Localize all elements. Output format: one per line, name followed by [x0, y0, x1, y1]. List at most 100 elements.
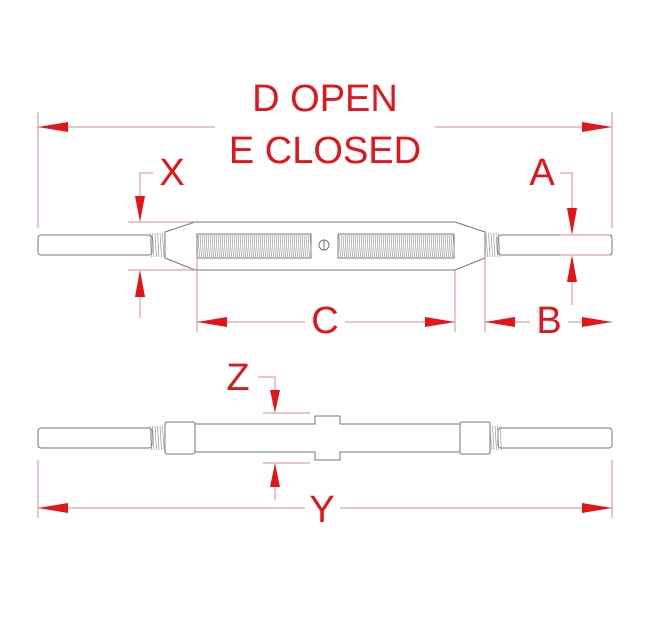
- thread-line: [205, 234, 208, 258]
- thread-line: [149, 232, 152, 258]
- thread-line: [488, 232, 491, 258]
- thread-line: [219, 234, 222, 258]
- thread-line: [245, 234, 248, 258]
- thread-line: [450, 234, 453, 258]
- thread-line: [305, 234, 308, 258]
- thread-line: [492, 425, 495, 451]
- thread-line: [396, 234, 399, 258]
- thread-line: [299, 234, 302, 258]
- thread-line: [408, 234, 411, 258]
- thread-line: [233, 234, 236, 258]
- thread-line: [289, 234, 292, 258]
- dimension-x: X: [128, 152, 195, 318]
- thread-line: [348, 234, 351, 258]
- thread-line: [350, 234, 353, 258]
- thread-line: [199, 234, 202, 258]
- thread-line: [404, 234, 407, 258]
- thread-line: [159, 425, 162, 451]
- thread-line: [430, 234, 433, 258]
- thread-line: [398, 234, 401, 258]
- thread-line: [394, 234, 397, 258]
- thread-line: [271, 234, 274, 258]
- thread-line: [390, 234, 393, 258]
- thread-line: [498, 232, 501, 258]
- thread-line: [428, 234, 431, 258]
- thread-line: [374, 234, 377, 258]
- label-y: Y: [309, 489, 334, 531]
- thread-line: [267, 234, 270, 258]
- right-stud: [497, 234, 613, 256]
- thread-line: [432, 234, 435, 258]
- thread-line: [434, 234, 437, 258]
- thread-line: [253, 234, 256, 258]
- dimension-a: A: [529, 152, 612, 305]
- thread-line: [360, 234, 363, 258]
- left-stud: [37, 234, 153, 256]
- thread-line: [416, 234, 419, 258]
- thread-line: [255, 234, 258, 258]
- thread-line: [380, 234, 383, 258]
- thread-line: [303, 234, 306, 258]
- thread-line: [261, 234, 264, 258]
- right-collar: [459, 421, 491, 455]
- label-a: A: [529, 152, 555, 194]
- thread-line: [420, 234, 423, 258]
- dimension-z: Z: [226, 357, 310, 500]
- thread-line: [203, 234, 206, 258]
- thread-line: [438, 234, 441, 258]
- thread-line: [392, 234, 395, 258]
- thread-line: [241, 234, 244, 258]
- thread-line: [247, 234, 250, 258]
- thread-line: [277, 234, 280, 258]
- thread-line: [495, 232, 498, 258]
- thread-line: [197, 234, 200, 258]
- thread-line: [410, 234, 413, 258]
- thread-line: [356, 234, 359, 258]
- thread-line: [354, 234, 357, 258]
- thread-line: [291, 234, 294, 258]
- thread-line: [251, 234, 254, 258]
- thread-line: [283, 234, 286, 258]
- thread-line: [378, 234, 381, 258]
- thread-line: [307, 234, 310, 258]
- thread-line: [229, 234, 232, 258]
- thread-line: [279, 234, 282, 258]
- dimension-d-e: D OPEN E CLOSED: [37, 78, 613, 228]
- thread-line: [384, 234, 387, 258]
- thread-line: [239, 234, 242, 258]
- label-x: X: [159, 152, 184, 194]
- thread-line: [485, 232, 488, 258]
- thread-line: [388, 234, 391, 258]
- thread-line: [152, 425, 155, 451]
- thread-line: [269, 234, 272, 258]
- label-e-closed: E CLOSED: [229, 130, 421, 172]
- thread-line: [149, 425, 152, 451]
- thread-line: [157, 425, 160, 451]
- thread-line: [275, 234, 278, 258]
- side-body: [164, 415, 491, 461]
- thread-line: [293, 234, 296, 258]
- thread-line: [213, 234, 216, 258]
- thread-line: [221, 234, 224, 258]
- thread-line: [235, 234, 238, 258]
- thread-line: [215, 234, 218, 258]
- thread-line: [257, 234, 260, 258]
- thread-line: [442, 234, 445, 258]
- thread-line: [376, 234, 379, 258]
- thread-line: [424, 234, 427, 258]
- thread-line: [418, 234, 421, 258]
- label-b: B: [536, 300, 561, 342]
- thread-line: [406, 234, 409, 258]
- thread-line: [223, 234, 226, 258]
- thread-line: [494, 425, 497, 451]
- thread-line: [499, 425, 502, 451]
- thread-line: [201, 234, 204, 258]
- thread-line: [344, 234, 347, 258]
- thread-line: [370, 234, 373, 258]
- thread-line: [287, 234, 290, 258]
- left-stud-side: [37, 427, 153, 449]
- thread-line: [340, 234, 343, 258]
- thread-line: [366, 234, 369, 258]
- thread-line: [263, 234, 266, 258]
- thread-line: [368, 234, 371, 258]
